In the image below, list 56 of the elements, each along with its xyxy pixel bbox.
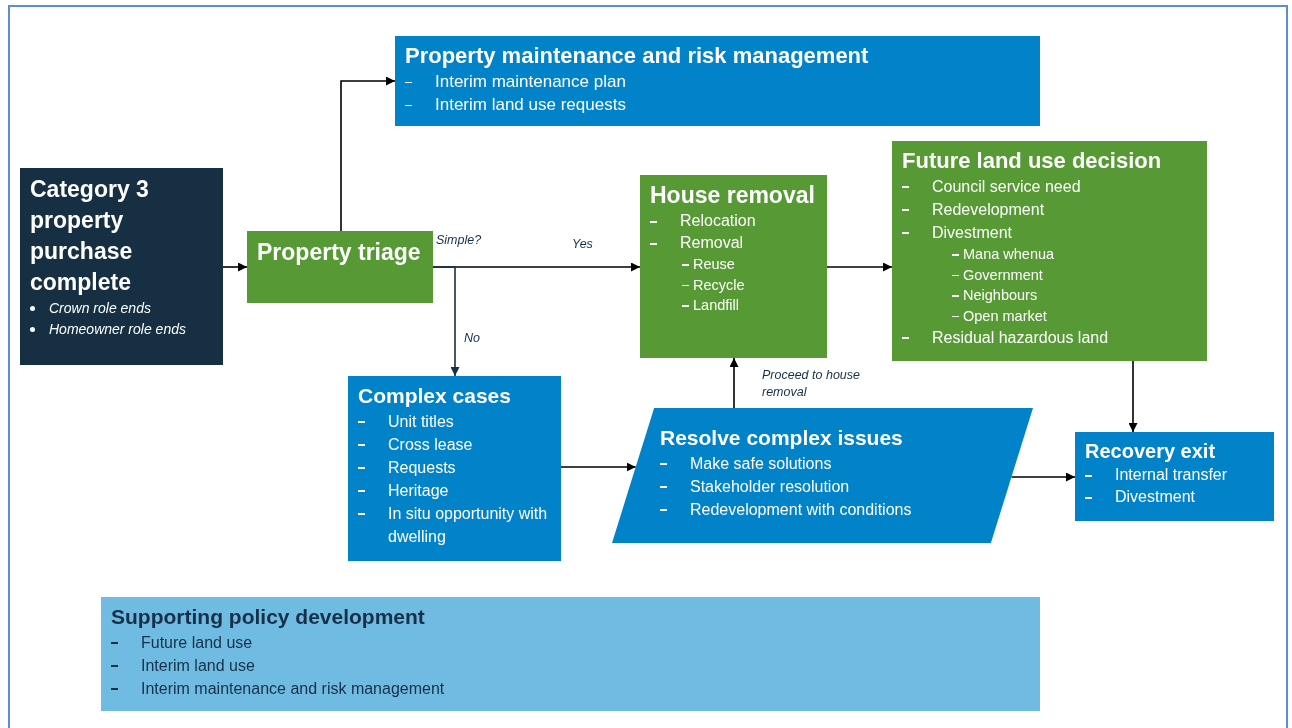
list-item: Neighbours: [963, 286, 1038, 305]
list-item: Interim land use: [141, 656, 255, 676]
arrow: [432, 266, 460, 377]
list-item: Future land use: [141, 633, 253, 653]
start-box: [20, 168, 223, 365]
arrow: [222, 262, 248, 272]
list-item: Interim maintenance plan: [435, 71, 626, 93]
box-title: Property triage: [257, 238, 422, 267]
box-title: Category 3 property purchase complete: [30, 175, 150, 297]
process-box: [640, 175, 827, 358]
arrow: [560, 462, 637, 472]
box-title: Recovery exit: [1085, 439, 1217, 464]
box-title: Complex cases: [358, 383, 512, 409]
list-item: Redevelopment with conditions: [690, 500, 912, 520]
decision-label: Simple?: [436, 232, 482, 249]
list-item: Relocation: [680, 211, 756, 231]
list-item: Cross lease: [388, 435, 473, 455]
arrow: [1010, 472, 1076, 482]
list-item: Divestment: [1115, 487, 1196, 507]
list-item: Mana whenua: [963, 245, 1055, 264]
list-item: Reuse: [693, 255, 735, 274]
list-item: Landfill: [693, 296, 739, 315]
box-title: Supporting policy development: [111, 604, 426, 630]
policy-band: [101, 597, 1040, 711]
list-item: In situ opportunity with dwelling: [388, 504, 549, 547]
process-box: [395, 36, 1040, 126]
list-item: Heritage: [388, 481, 449, 501]
list-item: Open market: [963, 306, 1047, 326]
arrow: [729, 357, 739, 409]
arrow: [340, 76, 396, 232]
box-title: Resolve complex issues: [660, 425, 904, 451]
list-item: Internal transfer: [1115, 465, 1228, 485]
arrow: [826, 262, 893, 272]
list-item: Residual hazardous land: [932, 328, 1109, 348]
process-box: [348, 376, 561, 561]
box-title: Property maintenance and risk management: [405, 42, 870, 70]
list-item: Interim maintenance and risk management: [141, 679, 445, 699]
list-item: Divestment: [932, 223, 1013, 243]
list-item: Redevelopment: [932, 200, 1045, 220]
list-item: Unit titles: [388, 412, 454, 432]
list-item: Requests: [388, 458, 456, 478]
box-title: House removal: [650, 181, 816, 210]
list-item: Government: [963, 265, 1043, 285]
list-item: Homeowner role ends: [49, 320, 186, 339]
box-title: Future land use decision: [902, 147, 1163, 175]
list-item: Crown role ends: [49, 299, 151, 318]
list-item: Interim land use requests: [435, 94, 626, 116]
process-box: [1075, 432, 1274, 521]
list-item: Council service need: [932, 177, 1081, 197]
process-box: [247, 231, 433, 303]
list-item: Removal: [680, 233, 744, 253]
list-item: Recycle: [693, 275, 745, 295]
list-item: Stakeholder resolution: [690, 477, 850, 497]
list-item: Make safe solutions: [690, 454, 832, 474]
arrow: [1128, 360, 1138, 433]
process-box: [892, 141, 1207, 361]
